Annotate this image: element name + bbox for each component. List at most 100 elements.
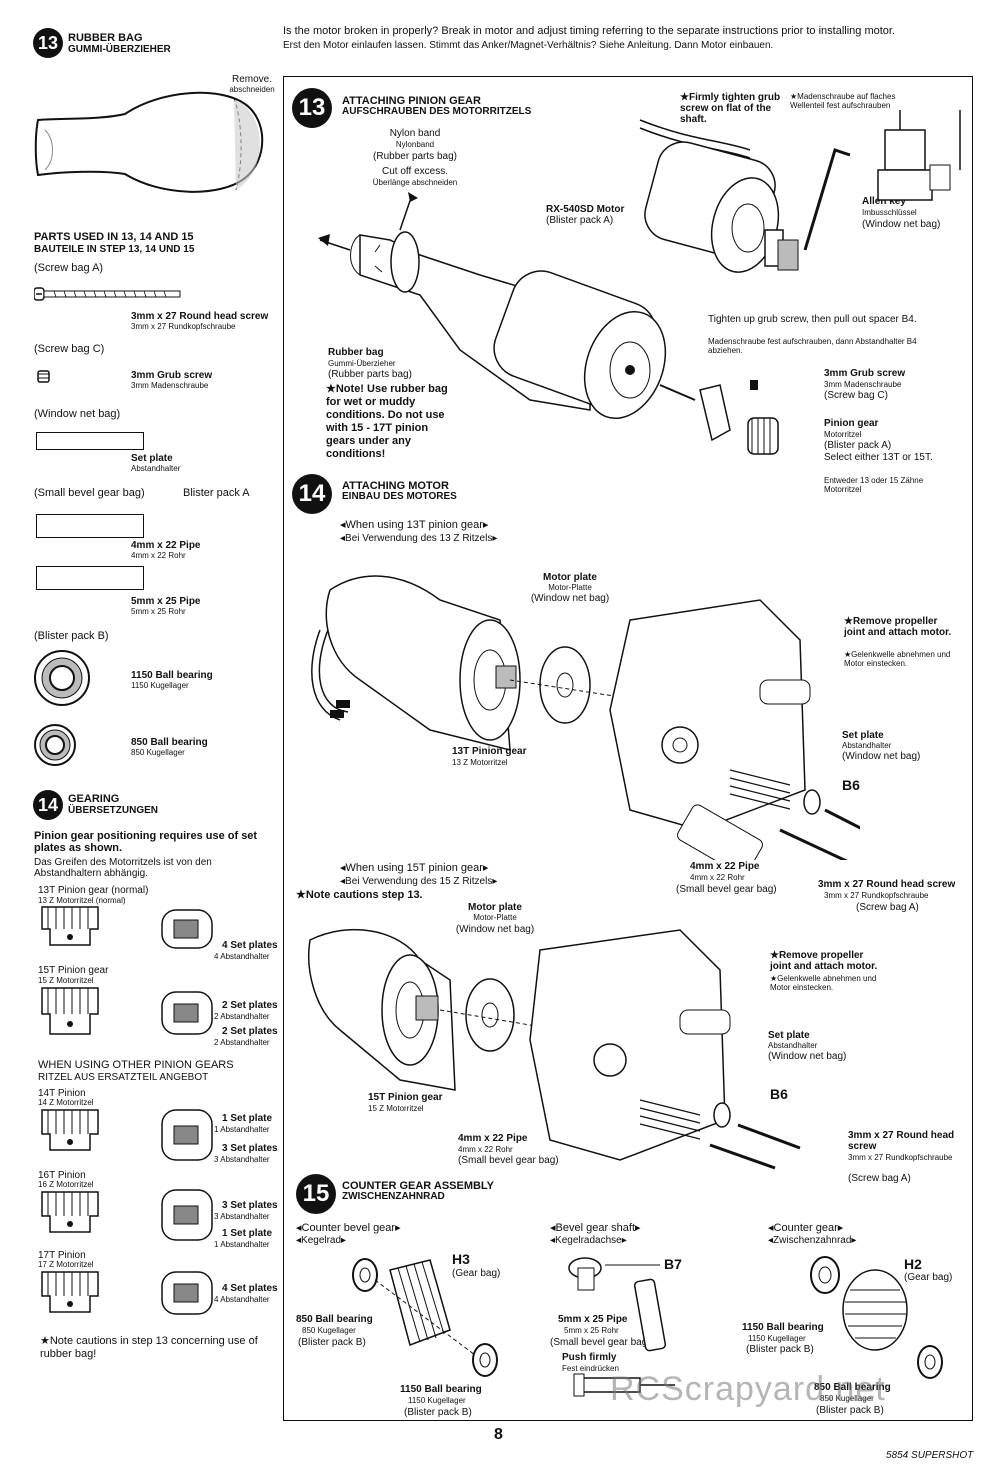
pipe-22-main-bag: (Small bevel gear bag) xyxy=(676,884,777,895)
p16-sets-a: 3 Set plates xyxy=(222,1200,278,1211)
screw-27-main-label: 3mm x 27 Round head screw xyxy=(818,879,956,890)
step13-motor-illustration xyxy=(318,192,696,420)
nylon-band-bag: (Rubber parts bag) xyxy=(373,151,457,162)
bb850b-label: 850 Ball bearing xyxy=(814,1382,891,1393)
page-number: 8 xyxy=(494,1426,503,1443)
gearing-title-de: ÜBERSETZUNGEN xyxy=(68,805,159,816)
p15-sets-a: 2 Set plates xyxy=(222,1000,278,1011)
pinion-16t-icon xyxy=(41,1191,99,1233)
bb1150b-bag: (Blister pack B) xyxy=(746,1344,814,1355)
pinion-17t-icon xyxy=(41,1271,99,1313)
set-plate-label-de: Abstandhalter xyxy=(131,464,181,473)
grub-screw-main-bag: (Screw bag C) xyxy=(824,390,888,401)
p17-sets-a: 4 Set plates xyxy=(222,1283,278,1294)
blister-a-label: Blister pack A xyxy=(183,487,250,499)
rubber-bag-main-bag: (Rubber parts bag) xyxy=(328,369,412,380)
p14-sets-a: 1 Set plate xyxy=(222,1113,273,1124)
gear-set-16t-icon xyxy=(161,1189,213,1241)
step14-title: ATTACHING MOTOR xyxy=(342,480,449,492)
when-13t-label: ◂When using 13T pinion gear▸ xyxy=(340,519,489,531)
step13-title-de: AUFSCHRAUBEN DES MOTORRITZELS xyxy=(342,106,532,117)
pipe-22-label-de: 4mm x 22 Rohr xyxy=(131,551,186,560)
pinion-15t-main-label: 15T Pinion gear xyxy=(368,1092,443,1103)
screw-27-2-label: 3mm x 27 Round head screw xyxy=(848,1130,955,1152)
header-note-de: Erst den Motor einlaufen lassen. Stimmt … xyxy=(283,40,774,51)
p13-label-de: 13 Z Motorritzel (normal) xyxy=(38,896,126,905)
select-pinion-label: Select either 13T or 15T. xyxy=(824,452,933,463)
pinion-spacer-illustration xyxy=(699,380,779,455)
h3-label: H3 xyxy=(452,1251,470,1267)
set-plate-label: Set plate xyxy=(131,453,173,464)
bb1150-main-bag: (Blister pack B) xyxy=(404,1407,472,1418)
allen-key-label-de: Imbusschlüssel xyxy=(862,208,917,217)
nylon-band-label: Nylon band xyxy=(389,128,441,139)
set-plate-icon xyxy=(36,432,144,450)
when-13t-label-de: ◂Bei Verwendung des 13 Z Ritzels▸ xyxy=(340,533,498,544)
tighten-note-de: ★Madenschraube auf flaches Wellenteil fe… xyxy=(790,92,896,110)
remove-label: Remove. xyxy=(231,74,272,85)
counter-gear-label-de: ◂Zwischenzahnrad▸ xyxy=(768,1235,857,1246)
screw-27-label-de: 3mm x 27 Rundkopfschraube xyxy=(131,322,236,331)
counter-bevel-gear-illustration xyxy=(352,1258,498,1377)
nylon-band-label-de: Nylonband xyxy=(395,140,435,149)
bevel-gear-shaft-label-de: ◂Kegelradachse▸ xyxy=(550,1235,627,1246)
grub-screw-label: 3mm Grub screw xyxy=(131,370,213,381)
p15-label: 15T Pinion gear xyxy=(38,965,109,976)
step-badge-14-main: 14 xyxy=(292,474,332,514)
pinion-gear-main-label: Pinion gear xyxy=(824,418,879,429)
b7-label: B7 xyxy=(664,1256,682,1272)
bb850-main-bag: (Blister pack B) xyxy=(298,1337,366,1348)
set-plate-main-bag: (Window net bag) xyxy=(842,751,921,762)
screw-bag-a-label: (Screw bag A) xyxy=(34,262,104,274)
pinion-gear-main-bag: (Blister pack A) xyxy=(824,440,892,451)
allen-key-label: Allen key xyxy=(862,196,906,207)
gearing-intro-de: Das Greifen des Motorritzels ist von den… xyxy=(34,857,212,879)
bb1150-main-label-de: 1150 Kugellager xyxy=(408,1396,466,1405)
bb1150-label: 1150 Ball bearing xyxy=(131,670,213,681)
screw-27-main-bag: (Screw bag A) xyxy=(856,902,919,913)
gear-set-14t-icon xyxy=(161,1109,213,1161)
rubber-bag-illustration xyxy=(34,90,264,193)
remove-joint-label: ★Remove propeller joint and attach motor… xyxy=(844,616,952,638)
counter-bevel-gear-label-de: ◂Kegelrad▸ xyxy=(296,1235,347,1246)
remove-joint-label-de: ★Gelenkwelle abnehmen und Motor einsteck… xyxy=(844,650,951,668)
motor-plate-label-de: Motor-Platte xyxy=(548,583,592,592)
cut-off-label: Cut off excess. xyxy=(382,166,448,177)
gear-set-13t-icon xyxy=(161,909,213,949)
pinion-13t-icon xyxy=(41,906,99,946)
pinion-15t-main-label-de: 15 Z Motorritzel xyxy=(368,1104,424,1113)
b6b-label: B6 xyxy=(770,1086,788,1102)
gearing-note: ★Note cautions in step 13 concerning use… xyxy=(40,1335,258,1360)
p16-label-de: 16 Z Motorritzel xyxy=(38,1180,94,1189)
p14-sets-b: 3 Set plates xyxy=(222,1143,278,1154)
screw-27-2-label-de: 3mm x 27 Rundkopfschraube xyxy=(848,1153,953,1162)
set-plate-2-label: Set plate xyxy=(768,1030,810,1041)
bb850-main-label-de: 850 Kugellager xyxy=(302,1326,356,1335)
other-pinions-title-de: RITZEL AUS ERSATZTEIL ANGEBOT xyxy=(38,1072,209,1083)
set-plate-2-label-de: Abstandhalter xyxy=(768,1041,818,1050)
parts-used-title: PARTS USED IN 13, 14 AND 15 xyxy=(34,231,194,243)
pinion-gear-main-label-de: Motorritzel xyxy=(824,430,862,439)
bb850b-bag: (Blister pack B) xyxy=(816,1405,884,1416)
note-cautions-13: ★Note cautions step 13. xyxy=(296,889,423,901)
bb850-main-label: 850 Ball bearing xyxy=(296,1314,373,1325)
pinion-15t-icon xyxy=(41,987,99,1035)
counter-gear-illustration xyxy=(810,1256,943,1379)
p16-label: 16T Pinion xyxy=(38,1170,86,1181)
screw-27-2-bag: (Screw bag A) xyxy=(848,1173,911,1184)
step14-motor-assembly-15t xyxy=(308,928,801,1170)
gearing-intro: Pinion gear positioning requires use of … xyxy=(34,830,258,854)
pinion-13t-main-label: 13T Pinion gear xyxy=(452,746,527,757)
when-15t-label-de: ◂Bei Verwendung des 15 Z Ritzels▸ xyxy=(340,876,498,887)
instruction-frame xyxy=(283,76,973,1421)
rubber-bag-title-de: GUMMI-ÜBERZIEHER xyxy=(68,44,171,55)
pipe-25-main-label: 5mm x 25 Pipe xyxy=(558,1314,628,1325)
select-pinion-label-de: Entweder 13 oder 15 Zähne Motorritzel xyxy=(824,476,924,494)
watermark: RCScrapyard.net xyxy=(610,1370,886,1408)
h2-bag: (Gear bag) xyxy=(904,1272,953,1283)
set-plate-main-label: Set plate xyxy=(842,730,884,741)
push-firmly-label-de: Fest eindrücken xyxy=(562,1364,619,1373)
p14-label-de: 14 Z Motorritzel xyxy=(38,1098,94,1107)
p15-sets-b: 2 Set plates xyxy=(222,1026,278,1037)
pinion-14t-icon xyxy=(41,1109,99,1151)
